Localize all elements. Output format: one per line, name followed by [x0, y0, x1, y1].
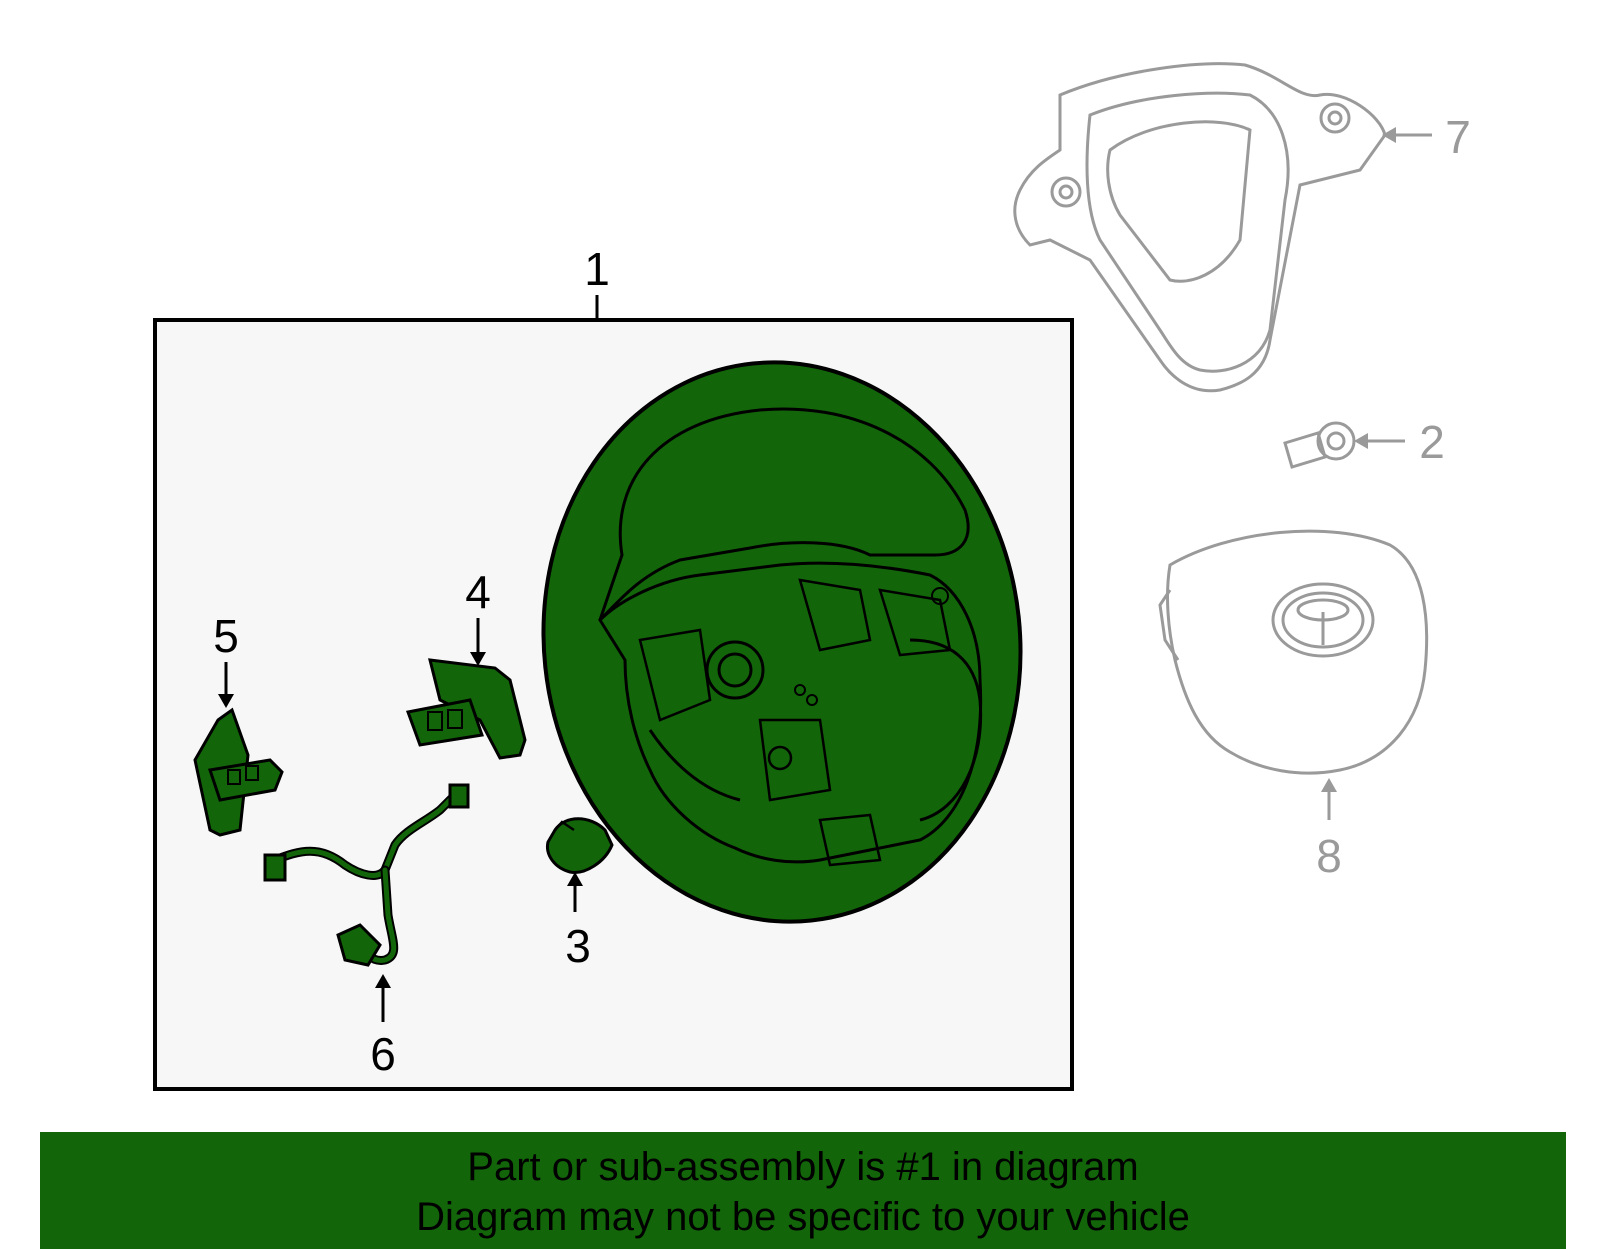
- bolt-2[interactable]: [1283, 421, 1356, 469]
- callout-2[interactable]: 2: [1419, 416, 1445, 468]
- callout-5-arrow: [218, 694, 234, 708]
- callout-3-arrow: [567, 872, 583, 886]
- disclaimer-banner: Part or sub-assembly is #1 in diagram Di…: [40, 1132, 1566, 1249]
- callout-7-arrow: [1382, 127, 1396, 143]
- wire-harness-6[interactable]: [263, 783, 470, 967]
- component-3[interactable]: [545, 817, 614, 874]
- switch-assembly-4[interactable]: [405, 658, 527, 760]
- steering-wheel[interactable]: [516, 339, 1048, 946]
- callout-8-arrow: [1321, 778, 1337, 792]
- banner-line-1: Part or sub-assembly is #1 in diagram: [467, 1145, 1139, 1189]
- callout-4[interactable]: 4: [465, 566, 491, 618]
- callout-1[interactable]: 1: [584, 243, 610, 295]
- callout-8[interactable]: 8: [1316, 830, 1342, 882]
- callout-2-arrow: [1354, 433, 1368, 449]
- callout-5[interactable]: 5: [213, 610, 239, 662]
- airbag-module-8[interactable]: [1158, 529, 1429, 775]
- callout-6[interactable]: 6: [370, 1028, 396, 1080]
- callout-6-arrow: [375, 974, 391, 988]
- callout-4-arrow: [470, 652, 486, 666]
- callout-3[interactable]: 3: [565, 920, 591, 972]
- wheel-cover-7[interactable]: [1013, 62, 1387, 393]
- switch-assembly-5[interactable]: [193, 707, 284, 837]
- banner-line-2: Diagram may not be specific to your vehi…: [416, 1195, 1190, 1239]
- callout-7[interactable]: 7: [1445, 111, 1471, 163]
